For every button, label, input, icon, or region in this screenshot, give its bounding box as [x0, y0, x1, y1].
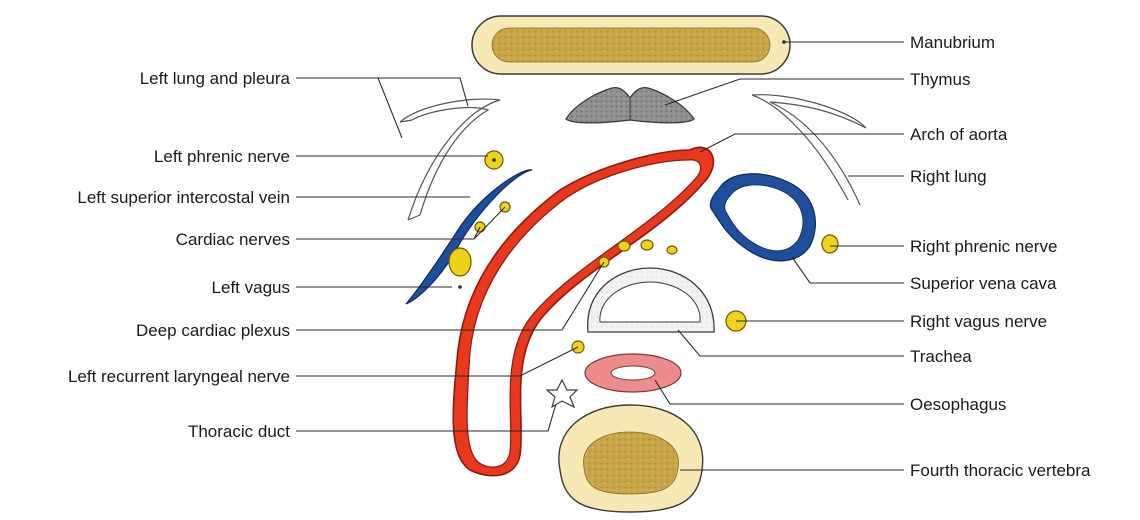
- deep-cardiac-plexus-4-shape: [667, 246, 677, 254]
- label-arch-of-aorta: Arch of aorta: [910, 125, 1008, 144]
- trachea-shape: [588, 268, 714, 332]
- label-thymus: Thymus: [910, 70, 970, 89]
- label-left-lung-and-pleura: Left lung and pleura: [140, 69, 291, 88]
- deep-cardiac-plexus-3-shape: [641, 240, 653, 250]
- label-right-phrenic-nerve: Right phrenic nerve: [910, 237, 1057, 256]
- right-phrenic-nerve-shape: [822, 235, 838, 253]
- label-fourth-thoracic-vertebra: Fourth thoracic vertebra: [910, 461, 1091, 480]
- vertebra-shape: [559, 405, 703, 512]
- manubrium-shape: [472, 16, 790, 74]
- deep-cardiac-plexus-2-shape: [618, 241, 630, 251]
- label-left-phrenic-nerve: Left phrenic nerve: [154, 147, 290, 166]
- label-right-vagus-nerve: Right vagus nerve: [910, 312, 1047, 331]
- thymus-shape: [566, 88, 694, 123]
- thoracic-duct-shape: [547, 380, 577, 407]
- label-oesophagus: Oesophagus: [910, 395, 1006, 414]
- label-thoracic-duct: Thoracic duct: [188, 422, 290, 441]
- label-trachea: Trachea: [910, 347, 972, 366]
- label-left-vagus: Left vagus: [212, 278, 290, 297]
- label-left-superior-intercostal-vein: Left superior intercostal vein: [77, 188, 290, 207]
- label-superior-vena-cava: Superior vena cava: [910, 274, 1057, 293]
- oesophagus-shape: [585, 354, 681, 392]
- label-left-recurrent-laryngeal-nerve: Left recurrent laryngeal nerve: [68, 367, 290, 386]
- label-deep-cardiac-plexus: Deep cardiac plexus: [136, 321, 290, 340]
- superior-vena-cava-shape: [710, 174, 815, 261]
- label-cardiac-nerves: Cardiac nerves: [176, 230, 290, 249]
- label-right-lung: Right lung: [910, 167, 987, 186]
- left-vagus-shape: [449, 248, 471, 276]
- label-manubrium: Manubrium: [910, 33, 995, 52]
